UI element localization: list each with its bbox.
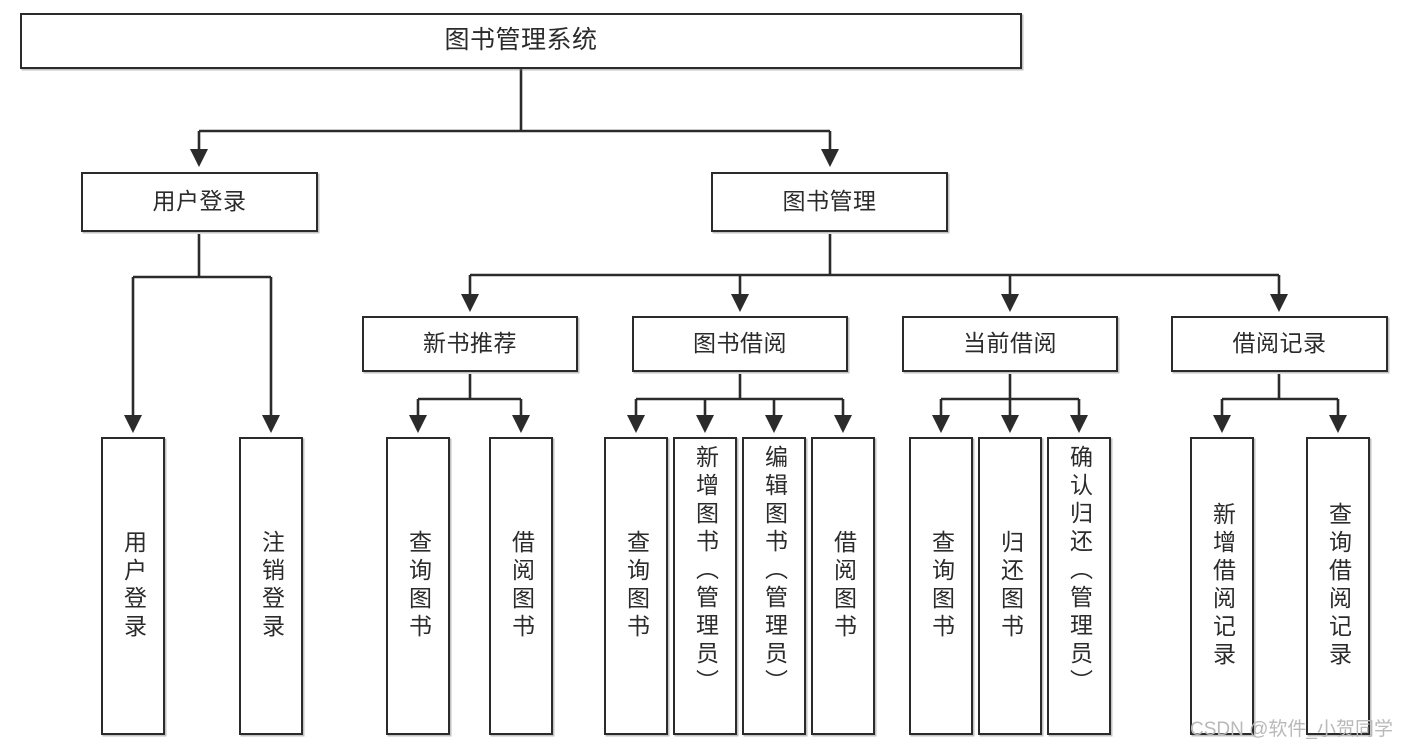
node-leaf-add-record-label: 新增借阅记录 [1209,502,1236,670]
node-leaf-add-record[interactable]: 新增借阅记录 [1190,437,1254,735]
node-user-login-label: 用户登录 [152,188,247,215]
node-book-management-label: 图书管理 [782,188,877,215]
node-leaf-add-book[interactable]: 新增图书（管理员） [673,437,737,735]
node-leaf-user-logout-label: 注销登录 [258,530,285,642]
node-leaf-query-book-1[interactable]: 查询图书 [386,437,450,735]
node-leaf-return-book[interactable]: 归还图书 [978,437,1042,735]
node-borrow-record-label: 借阅记录 [1232,330,1327,357]
node-user-login[interactable]: 用户登录 [81,172,318,232]
node-leaf-borrow-book-2-label: 借阅图书 [830,530,857,642]
watermark: CSDN @软件_小贺同学 [1190,719,1393,740]
node-leaf-return-book-label: 归还图书 [997,530,1024,642]
node-current-borrow-label: 当前借阅 [963,330,1057,357]
node-leaf-query-book-2[interactable]: 查询图书 [604,437,668,735]
node-root-label: 图书管理系统 [444,26,598,55]
node-leaf-borrow-book-1[interactable]: 借阅图书 [489,437,553,735]
node-leaf-add-book-label: 新增图书（管理员） [692,445,719,697]
node-book-borrow[interactable]: 图书借阅 [632,316,848,372]
node-leaf-borrow-book-1-label: 借阅图书 [508,530,535,642]
node-book-borrow-label: 图书借阅 [693,330,787,357]
node-leaf-user-login[interactable]: 用户登录 [101,437,165,735]
node-root[interactable]: 图书管理系统 [20,13,1022,69]
node-leaf-query-book-3-label: 查询图书 [928,530,955,642]
node-leaf-edit-book[interactable]: 编辑图书（管理员） [742,437,806,735]
node-new-book-recommend[interactable]: 新书推荐 [362,316,578,372]
node-current-borrow[interactable]: 当前借阅 [902,316,1118,372]
node-leaf-query-record-label: 查询借阅记录 [1325,502,1352,670]
node-leaf-query-record[interactable]: 查询借阅记录 [1306,437,1370,735]
node-leaf-user-logout[interactable]: 注销登录 [239,437,303,735]
node-leaf-query-book-3[interactable]: 查询图书 [909,437,973,735]
node-leaf-confirm-return-label: 确认归还（管理员） [1066,445,1093,697]
node-borrow-record[interactable]: 借阅记录 [1171,316,1388,372]
node-leaf-edit-book-label: 编辑图书（管理员） [761,445,788,697]
node-leaf-borrow-book-2[interactable]: 借阅图书 [811,437,875,735]
node-leaf-query-book-1-label: 查询图书 [405,530,432,642]
node-leaf-query-book-2-label: 查询图书 [623,530,650,642]
node-leaf-user-login-label: 用户登录 [120,530,147,642]
node-book-management[interactable]: 图书管理 [711,172,948,232]
node-leaf-confirm-return[interactable]: 确认归还（管理员） [1047,437,1111,735]
node-new-book-recommend-label: 新书推荐 [423,330,517,357]
